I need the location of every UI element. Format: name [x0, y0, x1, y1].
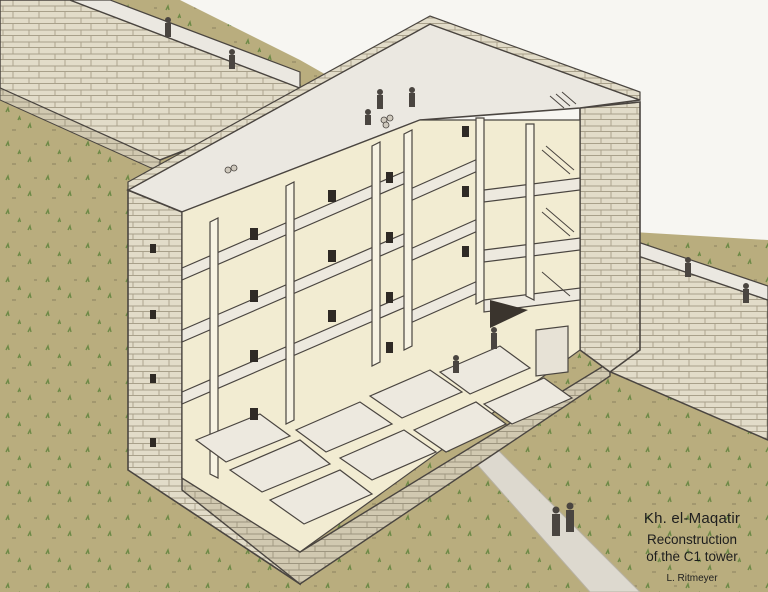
stairwell-shadow [490, 300, 528, 328]
roof-parapet [127, 15, 641, 192]
caption-title: Kh. el-Maqatir [643, 510, 741, 527]
gateway-opening [535, 325, 569, 377]
ground-floor-rooms [194, 345, 574, 525]
caption-subtitle-1: Reconstruction [646, 532, 738, 547]
caption-subtitle-2: of the C1 tower [646, 549, 738, 564]
figures [165, 17, 749, 536]
caption-author: L. Ritmeyer [666, 573, 718, 584]
dividing-walls [209, 117, 535, 479]
caption-box: Kh. el-Maqatir Reconstruction of the C1 … [626, 510, 758, 584]
staircase [541, 91, 577, 297]
tower-right-pillar [579, 101, 641, 373]
windows [150, 126, 469, 447]
roof-stones [224, 114, 394, 174]
